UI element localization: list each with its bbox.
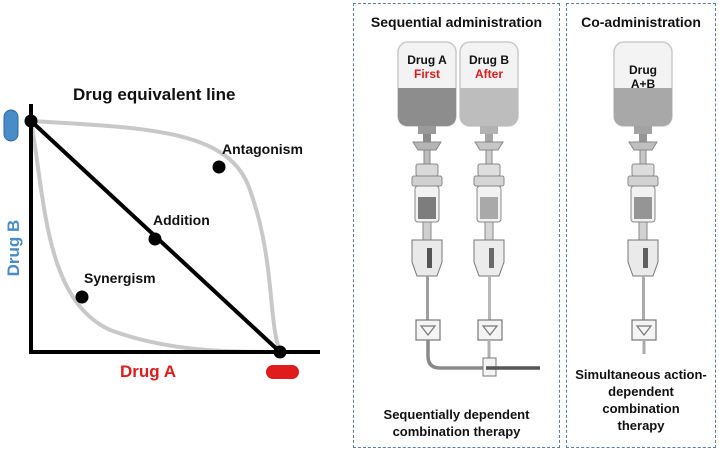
drug-a-pill (266, 365, 299, 379)
sequential-panel (353, 3, 560, 448)
coadmin-caption-line3: combination (602, 401, 680, 416)
isobologram-title: Drug equivalent line (73, 85, 236, 104)
bag-ab-name2: A+B (630, 77, 656, 91)
iv-set-drug-a (397, 41, 486, 370)
bag-a-tag: First (413, 67, 440, 81)
bag-b-name: Drug B (469, 53, 509, 67)
coadmin-caption-line4: therapy (617, 418, 665, 433)
sequential-caption: Sequentially dependent combination thera… (353, 406, 560, 440)
sequential-title: Sequential administration (370, 14, 543, 30)
drug-b-pill (3, 109, 19, 142)
synergism-label: Synergism (84, 270, 156, 286)
point-addition (148, 232, 162, 246)
sequential-caption-line1: Sequentially dependent (383, 407, 530, 422)
sequential-caption-line2: combination therapy (392, 424, 521, 439)
point-drug-b-max (24, 114, 38, 128)
coadmin-caption: Simultaneous action- dependent combinati… (566, 366, 716, 434)
point-antagonism (212, 160, 226, 174)
antagonism-curve (30, 119, 282, 353)
antagonism-label: Antagonism (222, 141, 303, 157)
x-axis-label: Drug A (120, 362, 177, 381)
coadmin-caption-line2: dependent (608, 384, 674, 399)
y-axis-label: Drug B (4, 219, 23, 277)
bag-b-tag: After (474, 67, 503, 81)
iv-set-drug-b (459, 41, 540, 377)
coadmin-title: Co-administration (581, 14, 701, 30)
bag-ab-name: Drug (629, 63, 657, 77)
coadmin-caption-line1: Simultaneous action- (575, 367, 707, 382)
addition-label: Addition (153, 212, 210, 228)
bag-a-name: Drug A (407, 53, 447, 67)
point-synergism (75, 290, 89, 304)
iv-set-drug-ab (613, 41, 673, 354)
point-drug-a-max (273, 345, 287, 359)
coadmin-panel (566, 3, 716, 448)
